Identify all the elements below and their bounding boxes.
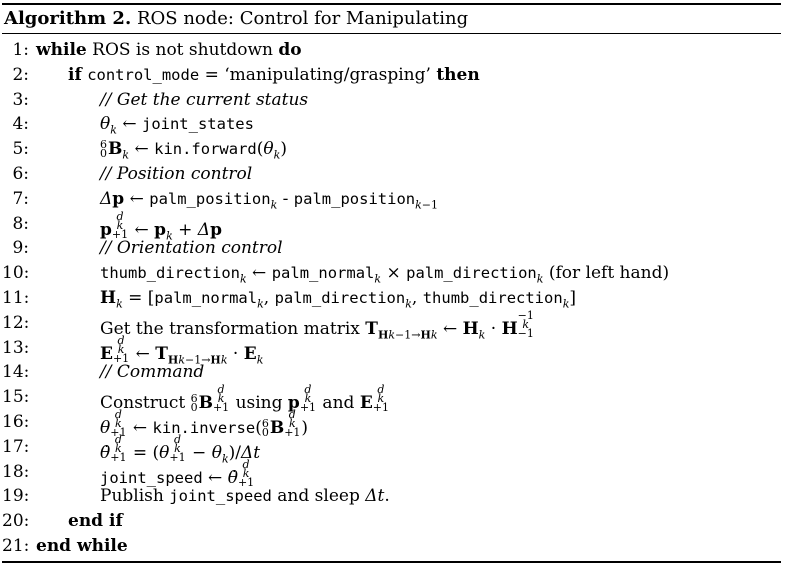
algorithm-line: 12: Get the transformation matrix THk−1→… — [2, 310, 781, 340]
algorithm-line: 9: // Orientation control — [2, 236, 781, 261]
line-number: 11: — [2, 287, 30, 308]
line-number: 16: — [2, 411, 30, 432]
line-content: Hk = [palm_normalk, palm_directionk, thu… — [100, 287, 576, 311]
line-number: 4: — [12, 114, 29, 135]
line-number: 3: — [12, 89, 29, 110]
algorithm-line: 20: end if — [2, 509, 781, 534]
line-number: 5: — [12, 139, 29, 160]
line-number: 10: — [2, 263, 30, 284]
algorithm-label: Algorithm 2. — [4, 8, 132, 29]
line-number: 20: — [2, 511, 30, 532]
line-content: θk ← joint_states — [100, 114, 254, 137]
algorithm-line: 1: while ROS is not shutdown do — [2, 38, 781, 63]
line-content: Get the transformation matrix THk−1→Hk ←… — [100, 308, 534, 342]
line-content: while ROS is not shutdown do — [36, 40, 302, 60]
line-content: // Command — [100, 362, 205, 383]
algorithm-line: 3: // Get the current status — [2, 88, 781, 113]
line-number: 12: — [2, 312, 30, 333]
line-content: Publish joint_speed and sleep Δt. — [100, 486, 390, 507]
line-number: 2: — [12, 64, 29, 85]
algorithm-line: 4: θk ← joint_states — [2, 112, 781, 137]
algorithm-line: 21: end while — [2, 534, 781, 559]
line-content: end while — [36, 535, 128, 556]
algorithm-line: 14: // Command — [2, 360, 781, 385]
line-number: 14: — [2, 362, 30, 383]
line-number: 21: — [2, 535, 30, 556]
line-number: 19: — [2, 486, 30, 507]
line-number: 9: — [12, 238, 29, 259]
line-content: Δp ← palm_positionk - palm_positionk−1 — [100, 188, 439, 212]
algorithm-line: 11: Hk = [palm_normalk, palm_directionk,… — [2, 286, 781, 311]
algorithm-box: Algorithm 2. ROS node: Control for Manip… — [2, 3, 781, 563]
line-content: if control_mode = ‘manipulating/grasping… — [68, 64, 480, 85]
line-number: 13: — [2, 337, 30, 358]
line-content: // Get the current status — [100, 89, 309, 110]
line-number: 7: — [12, 188, 29, 209]
algorithm-title: ROS node: Control for Manipulating — [136, 8, 469, 29]
line-number: 15: — [2, 387, 30, 408]
line-content: // Orientation control — [100, 238, 283, 259]
algorithm-line: 7: Δp ← palm_positionk - palm_positionk−… — [2, 187, 781, 212]
line-number: 17: — [2, 436, 30, 457]
line-content: // Position control — [100, 163, 253, 184]
line-number: 1: — [12, 40, 29, 60]
algorithm-line: 6: // Position control — [2, 162, 781, 187]
algorithm-line: 2: if control_mode = ‘manipulating/grasp… — [2, 63, 781, 88]
line-content: thumb_directionk ← palm_normalk × palm_d… — [100, 263, 670, 286]
line-number: 8: — [12, 213, 29, 234]
line-number: 18: — [2, 461, 30, 482]
algorithm-body: 1: while ROS is not shutdown do 2: if co… — [2, 34, 781, 561]
algorithm-line: 10: thumb_directionk ← palm_normalk × pa… — [2, 261, 781, 286]
algorithm-header: Algorithm 2. ROS node: Control for Manip… — [2, 5, 781, 34]
algorithm-line: 19: Publish joint_speed and sleep Δt. — [2, 484, 781, 509]
line-number: 6: — [12, 163, 29, 184]
line-content: end if — [68, 511, 123, 532]
